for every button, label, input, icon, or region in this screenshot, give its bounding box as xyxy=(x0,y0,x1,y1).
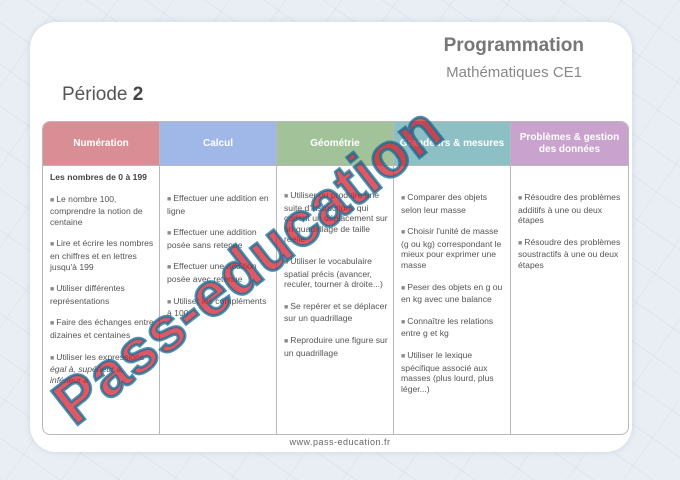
list-item: ■Lire et écrire les nombres en chiffres … xyxy=(50,238,154,272)
column-geometrie: Géométrie ■Utiliser ou produire une suit… xyxy=(277,122,394,434)
list-item: ■Utiliser ou produire une suite d'instru… xyxy=(284,190,388,245)
column-header-problemes: Problèmes & gestion des données xyxy=(511,122,628,166)
list-item: ■Faire des échanges entre dizaines et ce… xyxy=(50,317,154,340)
column-body-grandeurs: ■Comparer des objets selon leur masse ■C… xyxy=(401,192,506,405)
bullet-icon: ■ xyxy=(401,284,406,292)
bullet-icon: ■ xyxy=(50,196,55,204)
column-header-numeration: Numération xyxy=(43,122,159,166)
bullet-icon: ■ xyxy=(167,264,172,272)
footer-url: www.pass-education.fr xyxy=(289,437,391,447)
bullet-icon: ■ xyxy=(50,286,55,294)
list-item: ■Le nombre 100, comprendre la notion de … xyxy=(50,193,143,227)
list-item: ■Utiliser les expressions égal à, supéri… xyxy=(50,351,145,385)
bullet-icon: ■ xyxy=(401,352,406,360)
column-body-problemes: ■Résoudre des problèmes additifs à une o… xyxy=(518,192,624,282)
list-item: ■Effectuer une addition en ligne xyxy=(167,193,269,216)
bullet-icon: ■ xyxy=(401,195,406,202)
list-item: ■Connaître les relations entre g et kg xyxy=(401,315,494,339)
bullet-icon: ■ xyxy=(518,195,523,202)
bullet-icon: ■ xyxy=(401,318,406,326)
column-body-calcul: ■Effectuer une addition en ligne ■Effect… xyxy=(167,193,272,330)
list-item: ■Effectuer une addition posée avec reten… xyxy=(167,261,257,284)
bullet-icon: ■ xyxy=(518,239,523,247)
page-subtitle: Mathématiques CE1 xyxy=(446,64,582,81)
column-body-geometrie: ■Utiliser ou produire une suite d'instru… xyxy=(284,190,389,369)
column-header-geometrie: Géométrie xyxy=(277,122,393,166)
list-item: ■Résoudre des problèmes soustractifs à u… xyxy=(518,236,621,270)
list-item: ■Résoudre des problèmes additifs à une o… xyxy=(518,192,621,226)
list-item: Les nombres de 0 à 199 xyxy=(50,172,147,182)
periode-text: Période xyxy=(62,84,128,105)
list-item: ■Reproduire une figure sur un quadrillag… xyxy=(284,334,388,358)
list-item: ■Utiliser le lexique spécifique associé … xyxy=(401,349,494,394)
column-header-calcul: Calcul xyxy=(160,122,276,166)
periode-number: 2 xyxy=(132,84,144,105)
page-title: Programmation xyxy=(443,35,584,56)
bullet-icon: ■ xyxy=(50,354,55,362)
bullet-icon: ■ xyxy=(167,230,172,238)
programme-table: Numération Les nombres de 0 à 199 ■Le no… xyxy=(42,121,629,435)
bullet-icon: ■ xyxy=(50,320,55,328)
column-header-grandeurs: Grandeurs & mesures xyxy=(394,122,510,166)
column-numeration: Numération Les nombres de 0 à 199 ■Le no… xyxy=(43,122,160,434)
list-item: ■Effectuer une addition posée sans reten… xyxy=(167,227,257,250)
list-item: ■Comparer des objets selon leur masse xyxy=(401,192,488,215)
column-grandeurs: Grandeurs & mesures ■Comparer des objets… xyxy=(394,122,511,434)
list-item: ■Se repérer et se déplacer sur un quadri… xyxy=(284,300,388,324)
column-calcul: Calcul ■Effectuer une addition en ligne … xyxy=(160,122,277,434)
column-body-numeration: Les nombres de 0 à 199 ■Le nombre 100, c… xyxy=(50,172,155,396)
bullet-icon: ■ xyxy=(401,229,406,237)
bullet-icon: ■ xyxy=(284,337,289,345)
list-item: ■Utiliser les compléments à 100 xyxy=(167,295,267,319)
bullet-icon: ■ xyxy=(284,303,289,311)
bullet-icon: ■ xyxy=(167,298,172,306)
periode-label: Période 2 xyxy=(62,84,143,106)
column-problemes: Problèmes & gestion des données ■Résoudr… xyxy=(511,122,628,434)
list-item: ■Utiliser différentes représentations xyxy=(50,283,125,306)
bullet-icon: ■ xyxy=(167,196,172,203)
bullet-icon: ■ xyxy=(50,241,55,249)
bullet-icon: ■ xyxy=(284,193,289,200)
list-item: ■Utiliser le vocabulaire spatial précis … xyxy=(284,255,383,290)
list-item: ■Peser des objets en g ou en kg avec une… xyxy=(401,281,503,305)
list-item: ■Choisir l'unité de masse (g ou kg) corr… xyxy=(401,226,502,270)
bullet-icon: ■ xyxy=(284,258,289,266)
